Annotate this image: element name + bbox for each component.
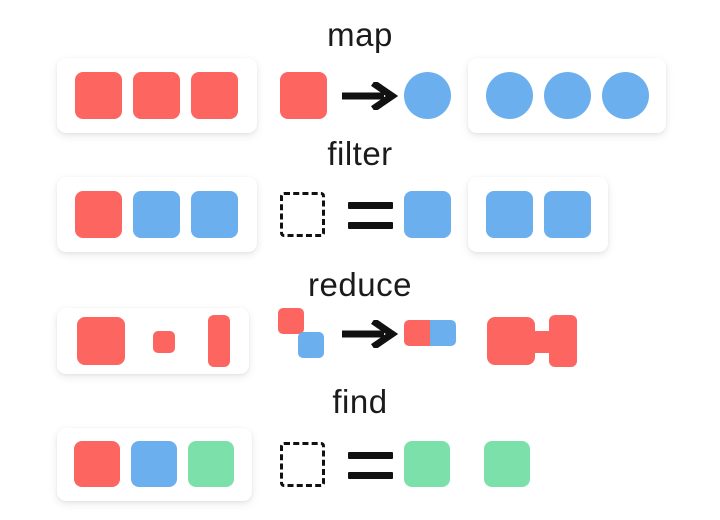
reduce-output-item-2 bbox=[531, 331, 553, 353]
row-label-find: find bbox=[332, 383, 388, 420]
equals-icon bbox=[348, 202, 393, 229]
equals-icon bbox=[348, 452, 393, 479]
reduce-output-item-3 bbox=[549, 315, 577, 367]
find-output-item-1 bbox=[484, 441, 530, 487]
reduce-input-item-1 bbox=[77, 317, 125, 365]
row-label-map: map bbox=[327, 16, 393, 53]
row-find: find bbox=[0, 385, 720, 510]
row-label-filter: filter bbox=[327, 135, 393, 172]
reduce-operand-b bbox=[298, 332, 324, 358]
filter-input-item-2 bbox=[133, 191, 180, 238]
row-filter: filter bbox=[0, 137, 720, 257]
map-output-card bbox=[468, 58, 666, 133]
map-input-item-1 bbox=[75, 72, 122, 119]
map-operator-target bbox=[404, 72, 451, 119]
map-input-item-3 bbox=[191, 72, 238, 119]
reduce-input-item-2 bbox=[153, 331, 175, 353]
find-match-value bbox=[404, 441, 450, 487]
reduce-operand-a bbox=[278, 308, 304, 334]
filter-output-item-2 bbox=[544, 191, 591, 238]
reduce-output-merged bbox=[487, 308, 583, 374]
arrow-right-icon bbox=[340, 320, 398, 348]
reduce-input-card bbox=[57, 308, 249, 374]
find-input-item-1 bbox=[74, 441, 120, 487]
find-input-item-3 bbox=[188, 441, 234, 487]
filter-match-value bbox=[404, 191, 451, 238]
find-input-card bbox=[57, 428, 252, 501]
filter-placeholder-slot bbox=[280, 192, 325, 237]
reduce-result-a bbox=[404, 320, 430, 346]
find-operator bbox=[280, 428, 450, 501]
find-input-item-2 bbox=[131, 441, 177, 487]
reduce-operator bbox=[276, 300, 456, 380]
reduce-output-item-1 bbox=[487, 317, 535, 365]
reduce-input-item-3 bbox=[208, 315, 230, 367]
filter-input-card bbox=[57, 177, 257, 252]
filter-operator bbox=[280, 177, 451, 252]
map-operator-source bbox=[280, 72, 327, 119]
map-output-item-2 bbox=[544, 72, 591, 119]
filter-output-item-1 bbox=[486, 191, 533, 238]
filter-input-item-3 bbox=[191, 191, 238, 238]
filter-input-item-1 bbox=[75, 191, 122, 238]
map-output-item-3 bbox=[602, 72, 649, 119]
row-map: map bbox=[0, 18, 720, 138]
reduce-result-b bbox=[430, 320, 456, 346]
map-operator bbox=[280, 58, 451, 133]
map-input-card bbox=[57, 58, 257, 133]
row-reduce: reduce bbox=[0, 268, 720, 388]
row-label-reduce: reduce bbox=[308, 266, 412, 303]
map-output-item-1 bbox=[486, 72, 533, 119]
arrow-right-icon bbox=[340, 82, 398, 110]
map-input-item-2 bbox=[133, 72, 180, 119]
filter-output-card bbox=[468, 177, 608, 252]
find-placeholder-slot bbox=[280, 442, 325, 487]
find-output-bare bbox=[484, 428, 544, 501]
